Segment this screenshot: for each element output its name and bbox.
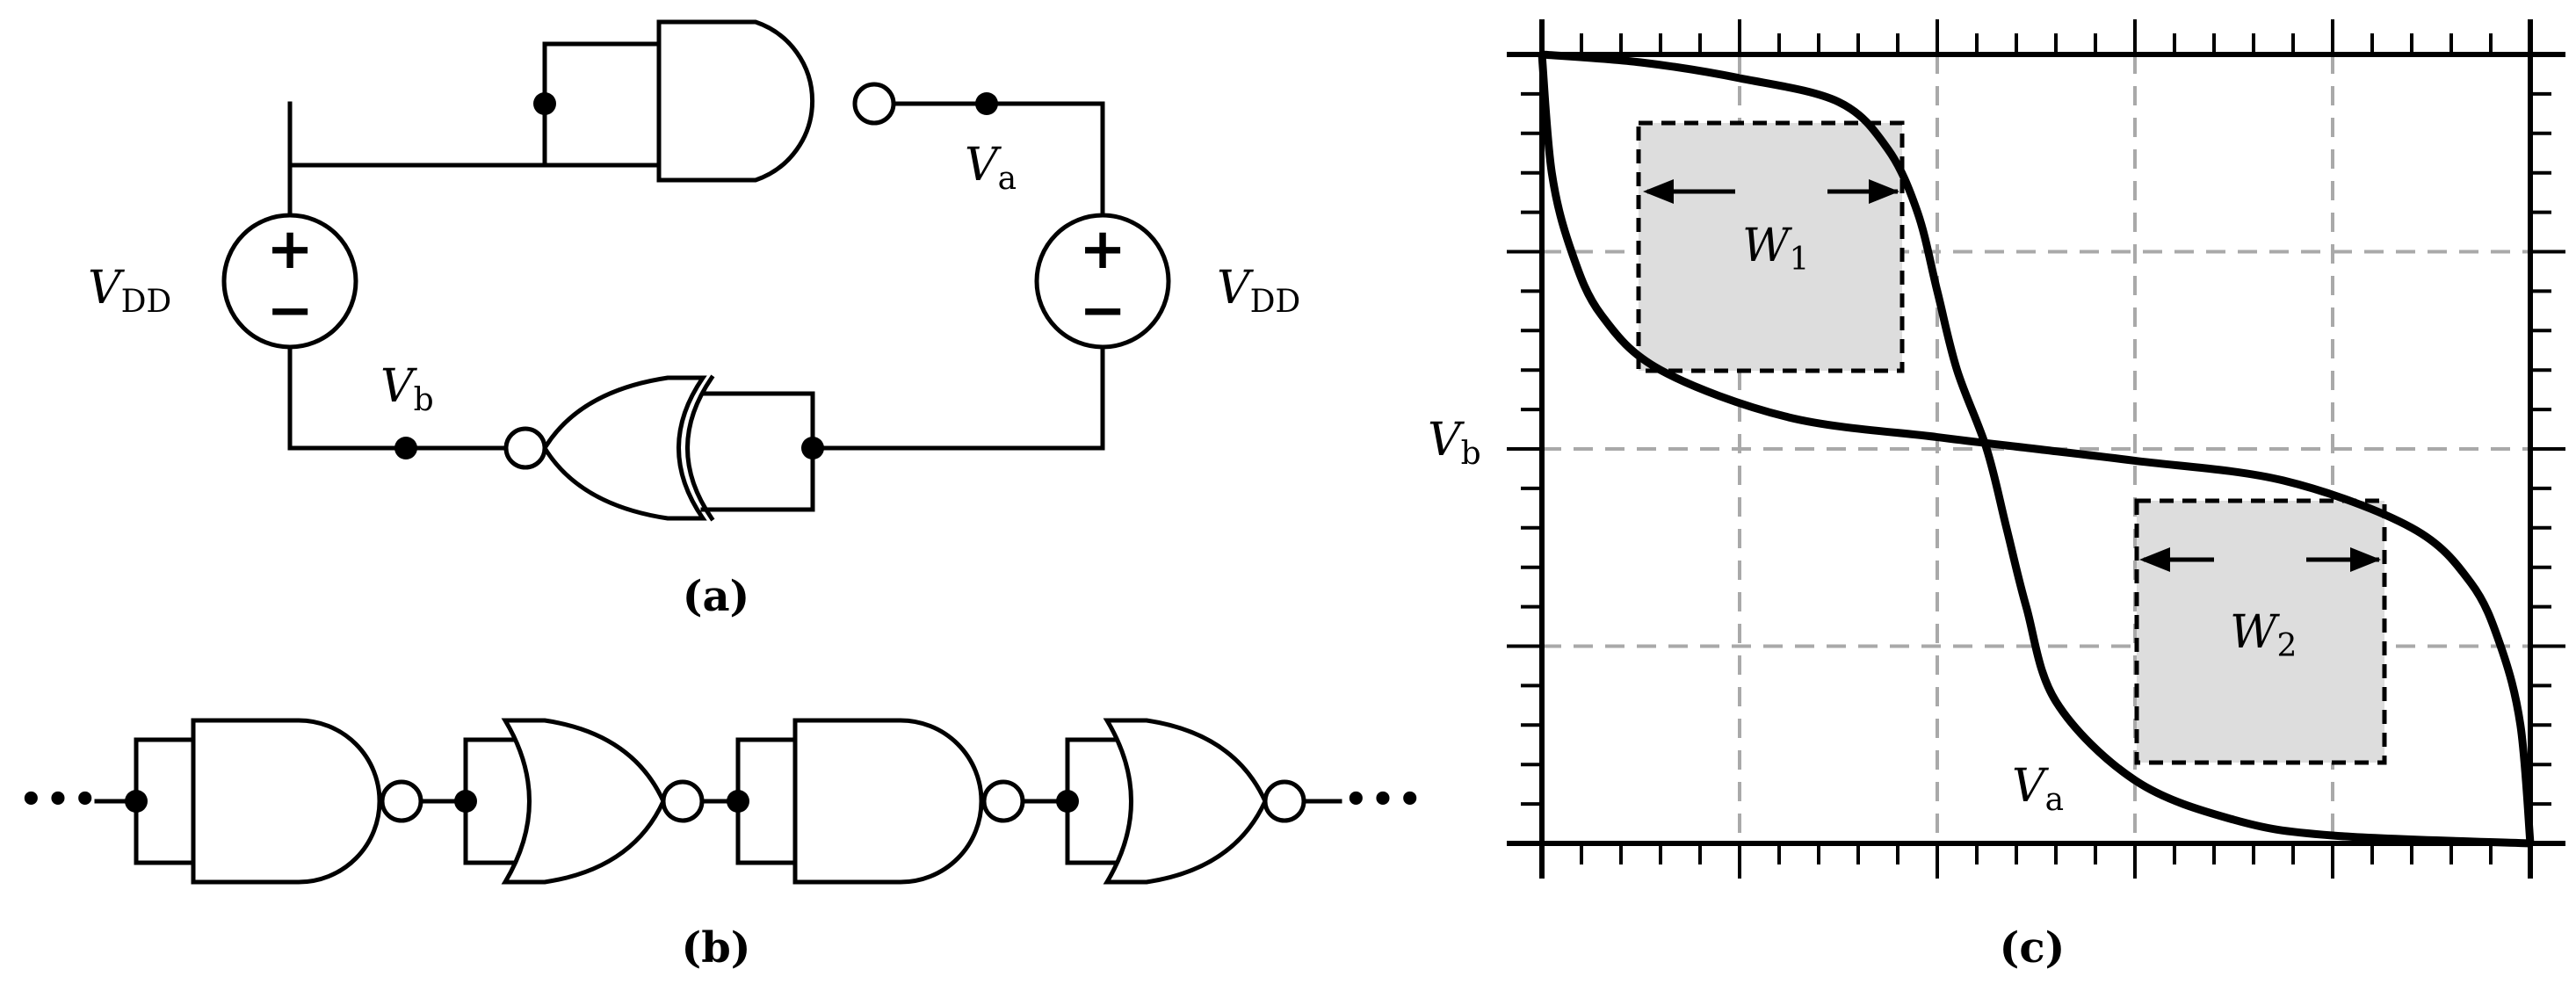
label-w1: W1 [1742,220,1809,278]
chain-nand-3 [792,718,984,885]
transfer-curve-1 [1541,50,2531,848]
label-vdd-right: VDD [1217,262,1300,320]
supply-right-minus: − [1079,278,1126,344]
nor-gate [542,375,707,521]
node-a-dot [975,92,998,115]
supply-left [221,213,358,350]
nor-bubble [503,426,547,470]
arrow-box-1 [1643,179,1899,204]
ellipsis-left: ••• [18,774,98,827]
chain-dot-3 [727,790,749,813]
caption-b: (b) [682,923,751,973]
label-vb: Vb [380,360,434,418]
chain-nand-1 [191,718,382,885]
ellipsis-right: ••• [1342,774,1423,827]
arrow-box-2 [2139,547,2381,572]
chain-dot-1 [125,790,148,813]
panel-a: + − + − VDD VDD Va Vb (a) [88,19,1300,621]
transfer-curve-2 [1538,54,2535,844]
chain-bubble-4 [1263,779,1306,823]
chain-bubble-2 [661,779,705,823]
wire-top [287,101,662,168]
nand-gate [656,19,815,183]
nor-input-stub [700,391,815,512]
chain-nor-4 [1103,718,1268,885]
noise-margin-box-1 [1636,120,1905,373]
caption-a: (a) [683,572,750,621]
caption-c: (c) [2000,923,2066,973]
wire-right-lower [810,344,1105,451]
plot-frame [1507,19,2565,879]
chain-nor-2 [501,718,666,885]
supply-right-plus: + [1079,217,1126,282]
supply-left-minus: − [266,278,314,344]
transfer-curves [1538,50,2535,848]
axis-label-va: Va [2012,760,2064,818]
supply-left-plus: + [266,217,314,282]
nand-bubble [852,82,896,126]
chain-bubble-1 [380,779,423,823]
panel-b: ••• ••• (b) [18,718,1423,973]
label-w2: W2 [2230,606,2297,664]
label-va: Va [965,139,1017,197]
panel-c: W1 W2 Vb Va (c) [1428,19,2565,973]
chain-bubble-3 [981,779,1025,823]
label-vdd-left: VDD [88,262,171,320]
wire-right [894,101,1105,218]
node-b-dot [394,437,417,459]
axis-label-vb: Vb [1428,414,1481,472]
supply-right [1034,213,1171,350]
chain-dot-4 [1056,790,1079,813]
chain-dot-2 [454,790,477,813]
node-nor-in-dot [801,437,824,459]
noise-margin-box-2 [2134,498,2387,765]
node-nand-in-dot [533,92,556,115]
